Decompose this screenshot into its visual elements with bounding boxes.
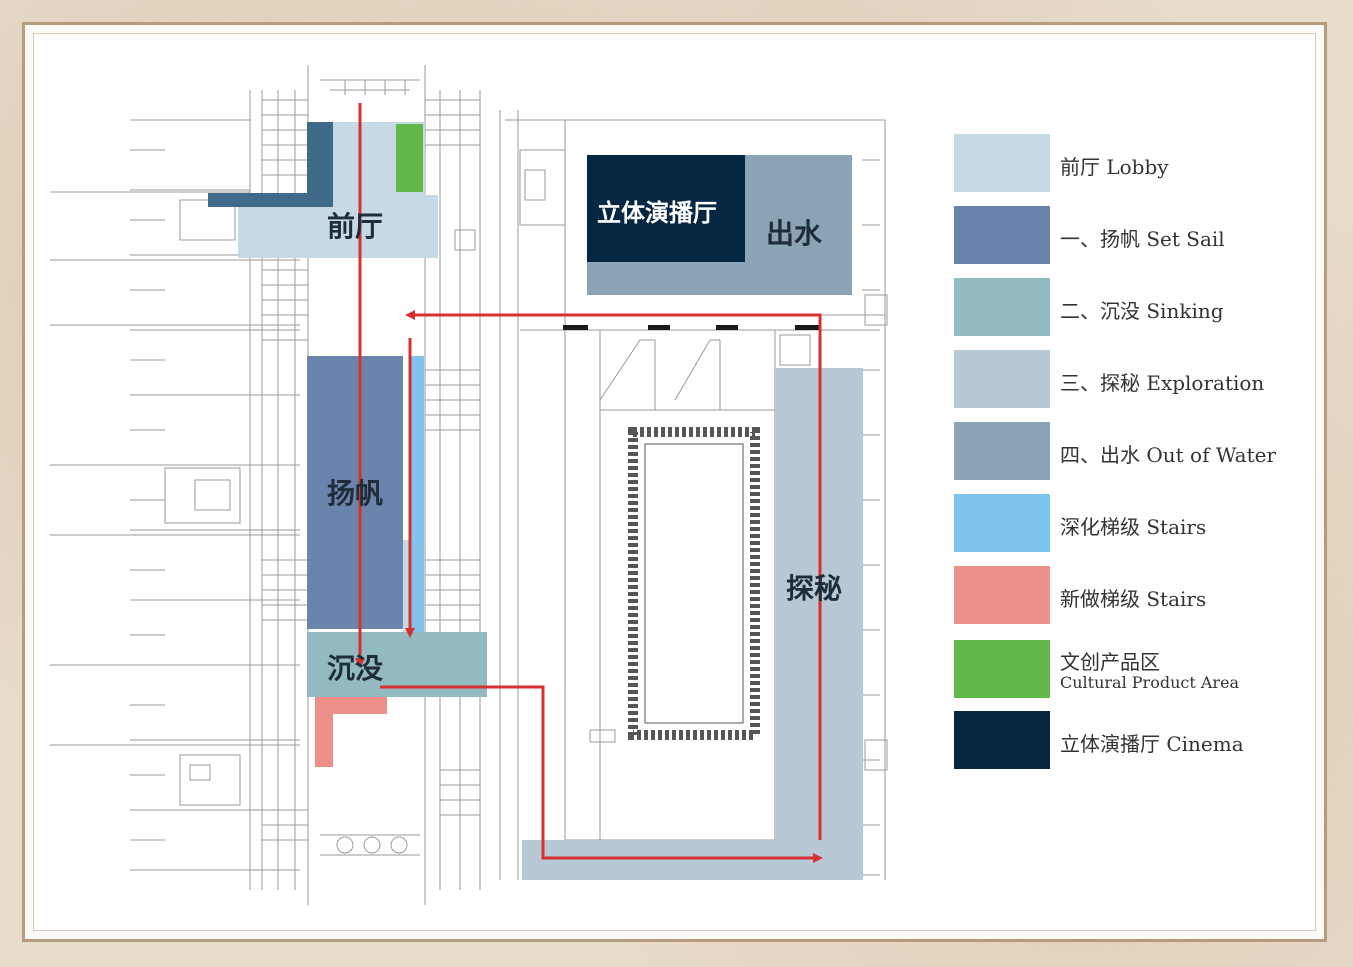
label-lobby: 前厅: [327, 210, 384, 243]
legend-swatch-sinking: [954, 278, 1050, 336]
legend-label: 深化梯级 Stairs: [1060, 515, 1207, 539]
legend-item-stairs-new: 新做梯级 Stairs: [954, 566, 1353, 624]
zone-set-sail-strip: [403, 540, 411, 635]
legend-swatch-exploration: [954, 350, 1050, 408]
legend-label: 二、沉没 Sinking: [1060, 299, 1224, 323]
zone-lobby-dark-bar: [208, 193, 333, 207]
zone-cinema: [587, 155, 745, 262]
zone-stairs-deepened: [410, 356, 424, 636]
legend-item-stairs-deepened: 深化梯级 Stairs: [954, 494, 1353, 552]
label-sinking: 沉没: [327, 652, 384, 685]
legend-item-exploration: 三、探秘 Exploration: [954, 350, 1353, 408]
zone-stairs-new-h: [315, 697, 387, 714]
legend-sublabel: Cultural Product Area: [1060, 673, 1240, 692]
legend-item-lobby: 前厅 Lobby: [954, 134, 1353, 192]
legend-label: 一、扬帆 Set Sail: [1060, 227, 1225, 251]
legend-label: 新做梯级 Stairs: [1060, 587, 1207, 611]
legend-item-set-sail: 一、扬帆 Set Sail: [954, 206, 1353, 264]
legend-item-cinema: 立体演播厅 Cinema: [954, 711, 1353, 769]
legend-swatch-stairs-new: [954, 566, 1050, 624]
label-set-sail: 扬帆: [327, 477, 384, 510]
legend-label: 立体演播厅 Cinema: [1060, 732, 1244, 756]
zone-set-sail: [307, 356, 403, 629]
route-segment-bottom: [380, 685, 823, 863]
legend-swatch-stairs-deepened: [954, 494, 1050, 552]
legend-swatch-cultural: [954, 640, 1050, 698]
legend-label: 四、出水 Out of Water: [1060, 443, 1277, 467]
legend-label: 三、探秘 Exploration: [1060, 371, 1265, 395]
zone-exploration-bottom: [522, 840, 863, 880]
label-exploration: 探秘: [786, 572, 843, 605]
exhibit-pool: [628, 427, 760, 740]
legend-item-out-of-water: 四、出水 Out of Water: [954, 422, 1353, 480]
label-cinema: 立体演播厅: [597, 199, 717, 227]
legend-swatch-lobby: [954, 134, 1050, 192]
legend-label: 前厅 Lobby: [1060, 155, 1169, 179]
route-segment-return: [405, 310, 822, 840]
legend-swatch-cinema: [954, 711, 1050, 769]
legend: 前厅 Lobby 一、扬帆 Set Sail 二、沉没 Sinking 三、探秘…: [954, 134, 1324, 774]
legend-label: 文创产品区: [1060, 650, 1160, 674]
legend-item-cultural: 文创产品区 Cultural Product Area: [954, 640, 1353, 698]
label-out-of-water: 出水: [766, 217, 823, 250]
zone-stairs-new-v: [315, 697, 333, 767]
zone-lobby-dark-strip: [307, 122, 333, 207]
legend-swatch-set-sail: [954, 206, 1050, 264]
legend-swatch-out-of-water: [954, 422, 1050, 480]
legend-item-sinking: 二、沉没 Sinking: [954, 278, 1353, 336]
zone-cultural: [396, 124, 423, 192]
